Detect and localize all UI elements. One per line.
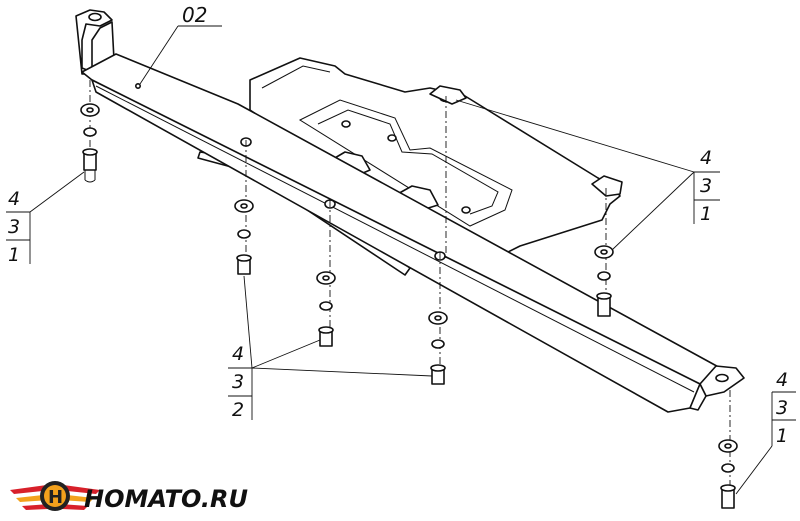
callout-br-b: 3 bbox=[776, 397, 788, 419]
fastener-set-3 bbox=[428, 311, 448, 385]
part-label-02: 02 bbox=[139, 3, 222, 85]
callout-bottom-right: 4 3 1 bbox=[735, 369, 796, 495]
wings-emblem-icon: H bbox=[10, 481, 100, 511]
callout-c-b: 3 bbox=[232, 371, 244, 393]
fastener-set-5 bbox=[718, 439, 738, 509]
callout-tr-c: 1 bbox=[700, 203, 712, 225]
callout-c-a: 4 bbox=[232, 343, 244, 365]
callout-c-c: 2 bbox=[232, 399, 244, 421]
brand-logo: H HOMATO.RU bbox=[10, 481, 248, 513]
svg-text:H: H bbox=[48, 487, 63, 508]
fastener-set-4 bbox=[594, 245, 614, 317]
callout-br-c: 1 bbox=[776, 425, 788, 447]
part-code: 02 bbox=[182, 3, 207, 27]
callout-left-a: 4 bbox=[8, 188, 20, 210]
callout-left-c: 1 bbox=[8, 244, 20, 266]
callout-left: 4 3 1 bbox=[6, 171, 85, 266]
callout-br-a: 4 bbox=[776, 369, 788, 391]
brand-name: HOMATO.RU bbox=[84, 485, 248, 513]
callout-center: 4 3 2 bbox=[228, 275, 433, 421]
callout-tr-b: 3 bbox=[700, 175, 712, 197]
callout-left-b: 3 bbox=[8, 216, 20, 238]
crossmember-beam bbox=[75, 9, 745, 413]
fastener-set-left bbox=[80, 103, 100, 183]
fastener-set-1 bbox=[234, 199, 254, 275]
callout-tr-a: 4 bbox=[700, 147, 712, 169]
fastener-set-2 bbox=[316, 271, 336, 347]
callout-top-right: 4 3 1 bbox=[455, 99, 720, 251]
